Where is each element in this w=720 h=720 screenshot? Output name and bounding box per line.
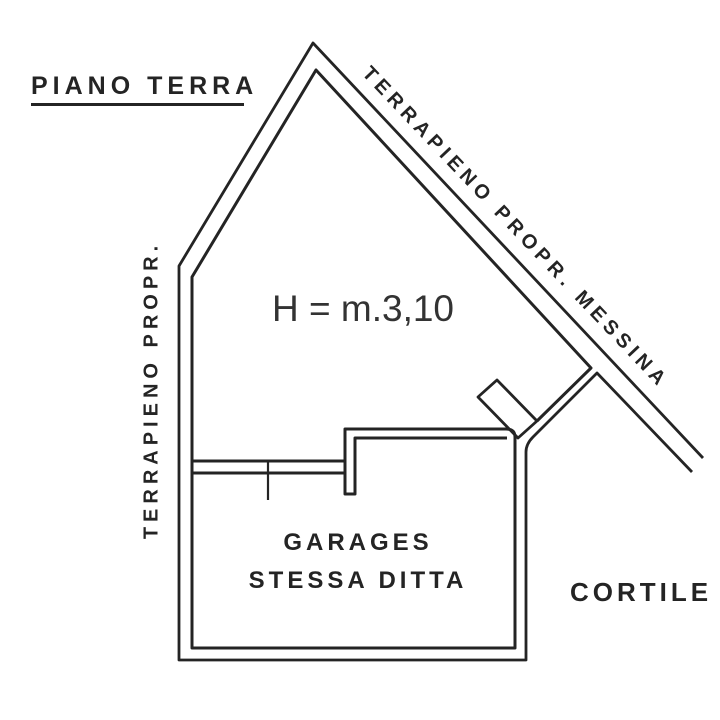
room-height-note: H = m.3,10: [272, 288, 455, 329]
outer-wall-path: [177, 41, 705, 662]
garage-label: GARAGES STESSA DITTA: [188, 524, 528, 600]
title-underline: [31, 103, 244, 106]
garage-label-line2: STESSA DITTA: [248, 567, 468, 594]
courtyard-label: CORTILE: [570, 577, 713, 607]
garage-label-line1: GARAGES: [283, 529, 433, 556]
page-title: PIANO TERRA: [31, 72, 259, 100]
left-boundary-label: TERRAPIENO PROPR.: [140, 240, 163, 540]
door-leaf: [476, 378, 539, 440]
